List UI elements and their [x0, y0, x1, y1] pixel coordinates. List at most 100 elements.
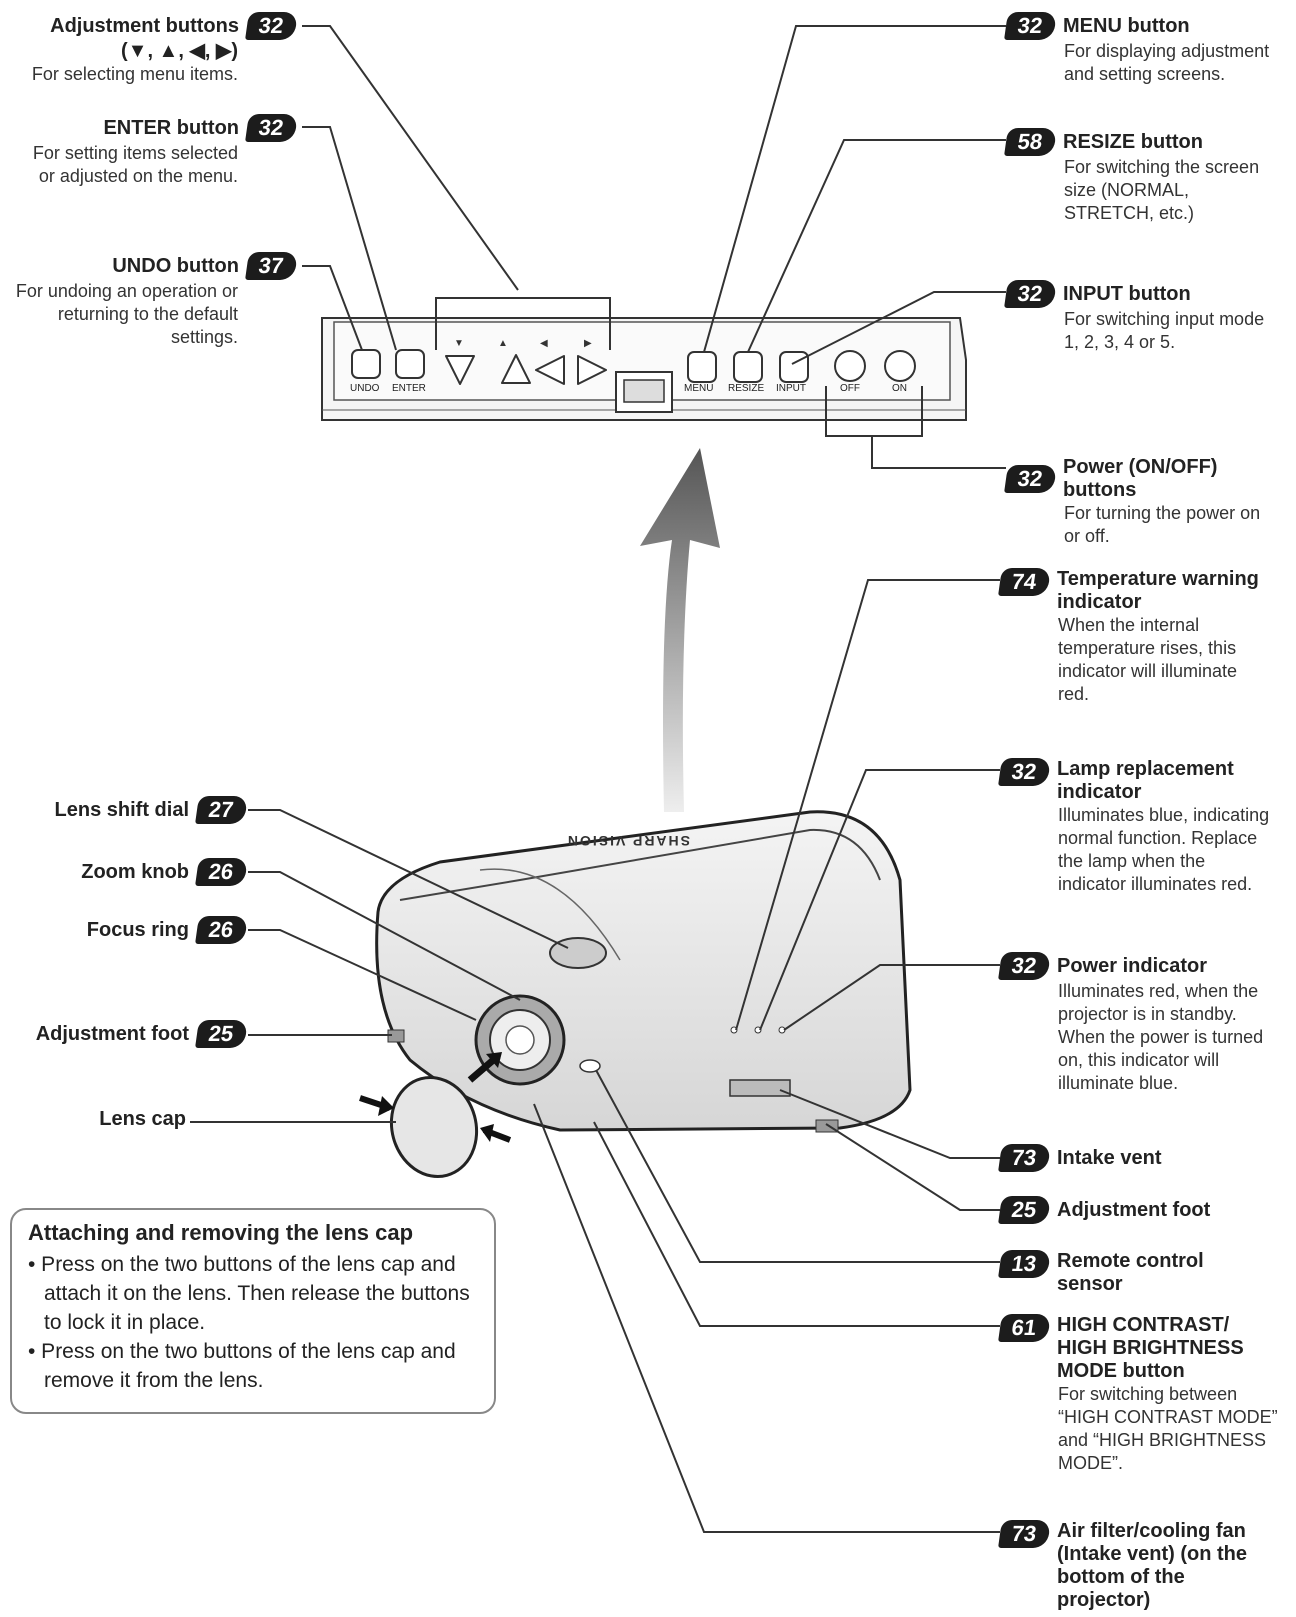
page-badge: 32: [1004, 12, 1057, 40]
svg-text:▶: ▶: [584, 338, 592, 349]
label-desc: STRETCH, etc.): [1064, 203, 1195, 223]
label-desc: MODE”.: [1058, 1453, 1123, 1473]
label-desc: indicator illuminates red.: [1058, 874, 1253, 894]
label-desc: For turning the power on: [1064, 503, 1261, 523]
svg-text:▲: ▲: [498, 338, 508, 349]
lens-cap-illustration: [359, 1052, 512, 1179]
label-title: MENU button: [1063, 14, 1190, 37]
label-extra: (▼, ▲, ◀, ▶): [120, 40, 238, 62]
label-desc: and setting screens.: [1064, 64, 1226, 84]
svg-text:◀: ◀: [540, 338, 548, 349]
label-title: Lens cap: [99, 1108, 186, 1130]
label-desc: Illuminates red, when the: [1058, 981, 1259, 1001]
page-badge: 74: [998, 568, 1051, 596]
label-desc: illuminate blue.: [1058, 1073, 1179, 1093]
page-badge: 32: [1004, 465, 1057, 493]
label-undo-button: UNDO button 37 For undoing an operation o…: [15, 252, 298, 349]
label-title: Remote control sensor: [1057, 1250, 1204, 1295]
label-desc: normal function. Replace: [1058, 828, 1258, 848]
page-badge: 27: [195, 796, 248, 824]
label-lens-cap: Lens cap: [99, 1108, 186, 1131]
label-title: Focus ring: [86, 918, 189, 941]
page-badge: 32: [245, 12, 298, 40]
label-title: Temperature warning indicator: [1057, 568, 1259, 613]
page-badge: 13: [998, 1250, 1051, 1278]
panel-label-menu: MENU: [684, 383, 714, 394]
label-title: Power indicator: [1057, 954, 1208, 977]
note-bullet: • Press on the two buttons of the lens c…: [28, 1253, 470, 1334]
panel-label-on: ON: [892, 383, 907, 394]
note-heading: Attaching and removing the lens cap: [28, 1220, 414, 1245]
label-focus-ring: Focus ring 26: [86, 916, 248, 944]
leader-lines: [190, 25, 1006, 1533]
label-title: Lens shift dial: [54, 798, 189, 821]
page-badge: 37: [245, 252, 298, 280]
label-desc: For displaying adjustment: [1064, 41, 1270, 61]
page-badge: 73: [998, 1144, 1051, 1172]
label-title: Intake vent: [1057, 1146, 1162, 1169]
label-title: Adjustment foot: [1057, 1198, 1211, 1221]
label-desc: For undoing an operation or: [15, 281, 238, 301]
label-desc: or adjusted on the menu.: [38, 166, 238, 186]
label-title: Lamp replacement indicator: [1057, 758, 1234, 803]
page-badge: 32: [998, 952, 1051, 980]
label-title: Zoom knob: [81, 860, 189, 883]
panel-label-enter: ENTER: [392, 383, 426, 394]
label-desc: size (NORMAL,: [1064, 180, 1190, 200]
page-badge: 58: [1004, 128, 1057, 156]
label-desc: When the power is turned: [1058, 1027, 1264, 1047]
label-desc: For setting items selected: [32, 143, 238, 163]
label-desc: When the internal: [1058, 615, 1200, 635]
enter-panel-button[interactable]: [395, 349, 425, 379]
label-desc: temperature rises, this: [1058, 638, 1237, 658]
label-adjustment-foot-right: 25 Adjustment foot: [998, 1196, 1294, 1224]
label-title: Power (ON/OFF) buttons: [1063, 456, 1218, 501]
control-panel: ▼ ▲ ◀ ▶: [321, 297, 967, 437]
page-badge: 26: [195, 858, 248, 886]
panel-label-resize: RESIZE: [728, 383, 765, 394]
label-enter-button: ENTER button 32 For setting items selecte…: [32, 114, 298, 188]
label-desc: indicator will illuminate: [1058, 661, 1238, 681]
svg-text:▼: ▼: [454, 338, 464, 349]
page-badge: 32: [245, 114, 298, 142]
label-desc: returning to the default: [57, 304, 238, 324]
label-title: HIGH CONTRAST/ HIGH BRIGHTNESS MODE butt…: [1057, 1314, 1244, 1382]
page-badge: 25: [998, 1196, 1051, 1224]
page-badge: 73: [998, 1520, 1051, 1548]
label-title: Air filter/cooling fan (Intake vent) (on…: [1057, 1520, 1248, 1611]
label-desc: projector is in standby.: [1058, 1004, 1237, 1024]
label-desc: Illuminates blue, indicating: [1058, 805, 1270, 825]
label-lens-shift-dial: Lens shift dial 27: [54, 796, 248, 824]
panel-labels: UNDO ENTER MENU RESIZE INPUT OFF ON: [340, 383, 940, 397]
panel-label-off: OFF: [840, 383, 860, 394]
undo-panel-button[interactable]: [351, 349, 381, 379]
page-badge: 26: [195, 916, 248, 944]
label-title: UNDO button: [112, 254, 239, 277]
label-desc: on, this indicator will: [1058, 1050, 1220, 1070]
page-badge: 25: [195, 1020, 248, 1048]
lens-cap-note: Attaching and removing the lens cap • Pr…: [10, 1208, 496, 1414]
note-bullet: • Press on the two buttons of the lens c…: [28, 1340, 456, 1392]
label-desc: settings.: [170, 327, 238, 347]
label-title: ENTER button: [103, 116, 239, 139]
label-title: RESIZE button: [1063, 130, 1203, 153]
panel-label-input: INPUT: [776, 383, 806, 394]
panel-label-undo: UNDO: [350, 383, 380, 394]
label-title: INPUT button: [1063, 282, 1191, 305]
label-power-indicator: 32 Power indicator Illuminates red, when …: [998, 952, 1294, 1095]
label-desc: red.: [1058, 684, 1090, 704]
label-intake-vent: 73 Intake vent: [998, 1144, 1294, 1172]
label-desc: For switching input mode: [1064, 309, 1265, 329]
label-desc: “HIGH CONTRAST MODE”: [1058, 1407, 1278, 1427]
label-desc: and “HIGH BRIGHTNESS: [1058, 1430, 1267, 1450]
label-desc: or off.: [1064, 526, 1110, 546]
label-title: Adjustment foot: [35, 1022, 189, 1045]
label-desc: For selecting menu items.: [31, 64, 238, 84]
